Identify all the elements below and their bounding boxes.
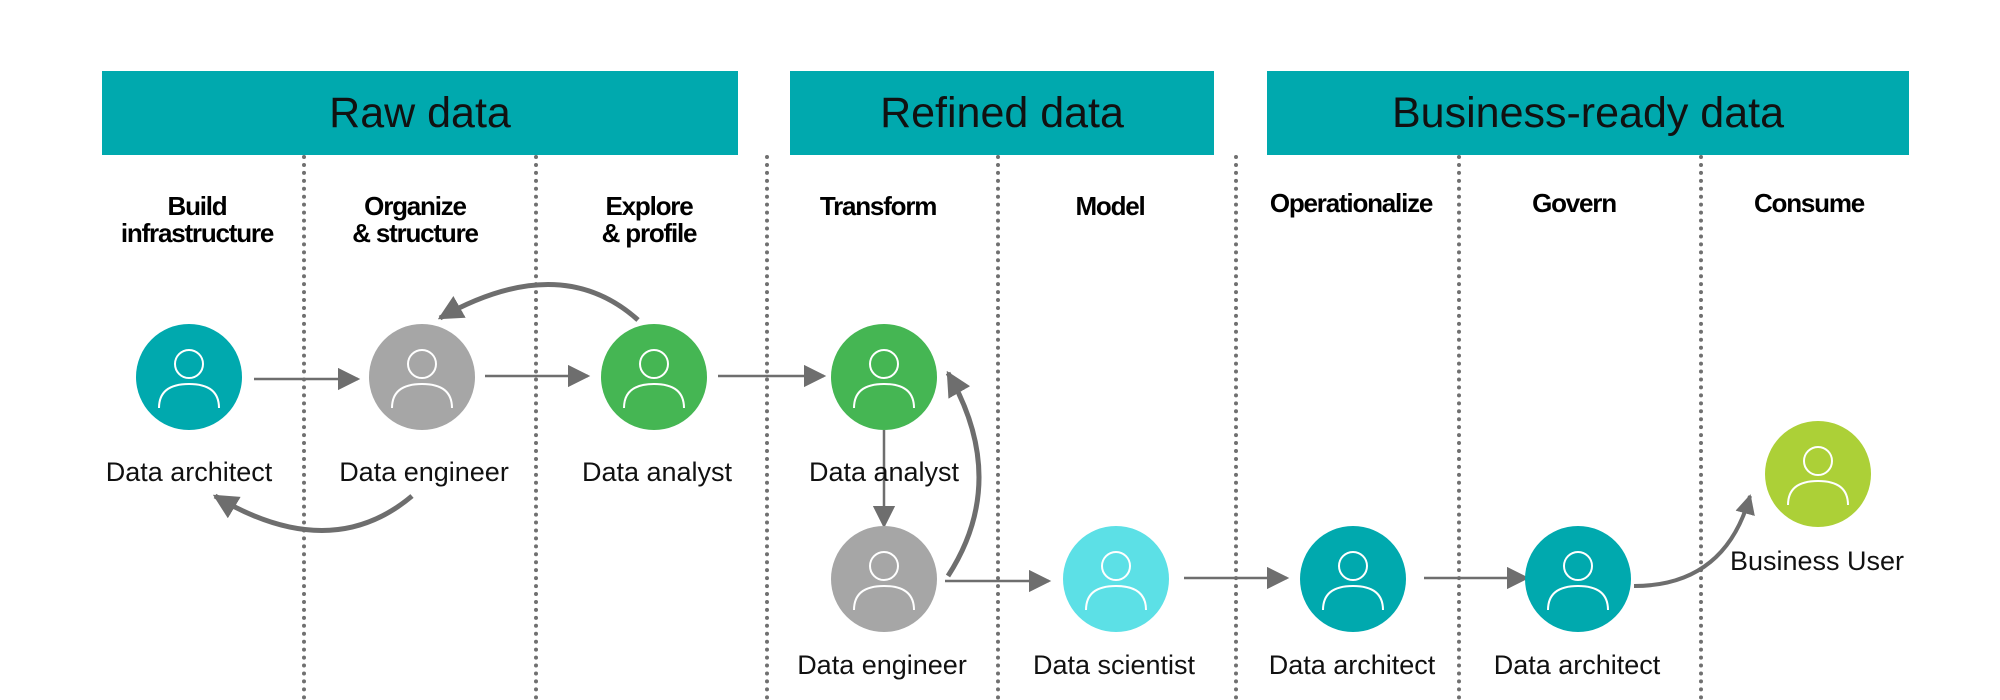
stage-label-model: Model	[1075, 191, 1145, 221]
stage-divider	[302, 155, 306, 700]
person-icon	[391, 349, 453, 409]
role-data-architect	[136, 324, 242, 430]
role-label: Data analyst	[581, 457, 733, 487]
person-icon	[1547, 551, 1609, 611]
stage-label-explore-profile: Explore & profile	[601, 191, 698, 248]
stage-divider	[1457, 155, 1461, 700]
role-label: Data engineer	[797, 650, 967, 680]
stage-divider	[534, 155, 538, 700]
phase-band-business-ready-data: Business-ready data	[1267, 71, 1909, 155]
person-icon	[1322, 551, 1384, 611]
role-label: Data architect	[1268, 650, 1436, 680]
person-icon	[1085, 551, 1147, 611]
stage-label-build-infrastructure: Build infrastructure	[120, 191, 274, 248]
role-data-engineer-transform	[831, 526, 937, 632]
person-icon	[623, 349, 685, 409]
phase-divider	[1234, 155, 1238, 700]
role-data-engineer	[369, 324, 475, 430]
role-label: Data architect	[105, 457, 273, 487]
role-business-user	[1765, 421, 1871, 527]
person-icon	[1787, 446, 1849, 506]
role-data-scientist	[1063, 526, 1169, 632]
role-data-architect-operationalize	[1300, 526, 1406, 632]
role-label: Data scientist	[1032, 650, 1196, 680]
arrow-analyst-back-to-engineer	[437, 282, 640, 322]
person-icon	[158, 349, 220, 409]
stage-label-consume: Consume	[1753, 188, 1865, 218]
role-label: Data engineer	[339, 457, 509, 487]
stage-divider	[996, 155, 1000, 700]
stage-divider	[1699, 155, 1703, 700]
stage-label-operationalize: Operationalize	[1269, 188, 1434, 218]
stage-label-transform: Transform	[819, 191, 938, 221]
role-data-analyst-transform	[831, 324, 937, 430]
stage-label-organize-structure: Organize & structure	[352, 191, 479, 248]
person-icon	[853, 551, 915, 611]
phase-band-refined-data: Refined data	[790, 71, 1214, 155]
role-data-architect-govern	[1525, 526, 1631, 632]
role-label: Data analyst	[808, 457, 960, 487]
role-label: Business User	[1729, 546, 1905, 576]
person-icon	[853, 349, 915, 409]
stage-label-govern: Govern	[1532, 188, 1617, 218]
arrow-engineer-back-to-architect	[212, 493, 414, 533]
role-data-analyst	[601, 324, 707, 430]
phase-band-raw-data: Raw data	[102, 71, 738, 155]
role-label: Data architect	[1493, 650, 1661, 680]
phase-divider	[765, 155, 769, 700]
